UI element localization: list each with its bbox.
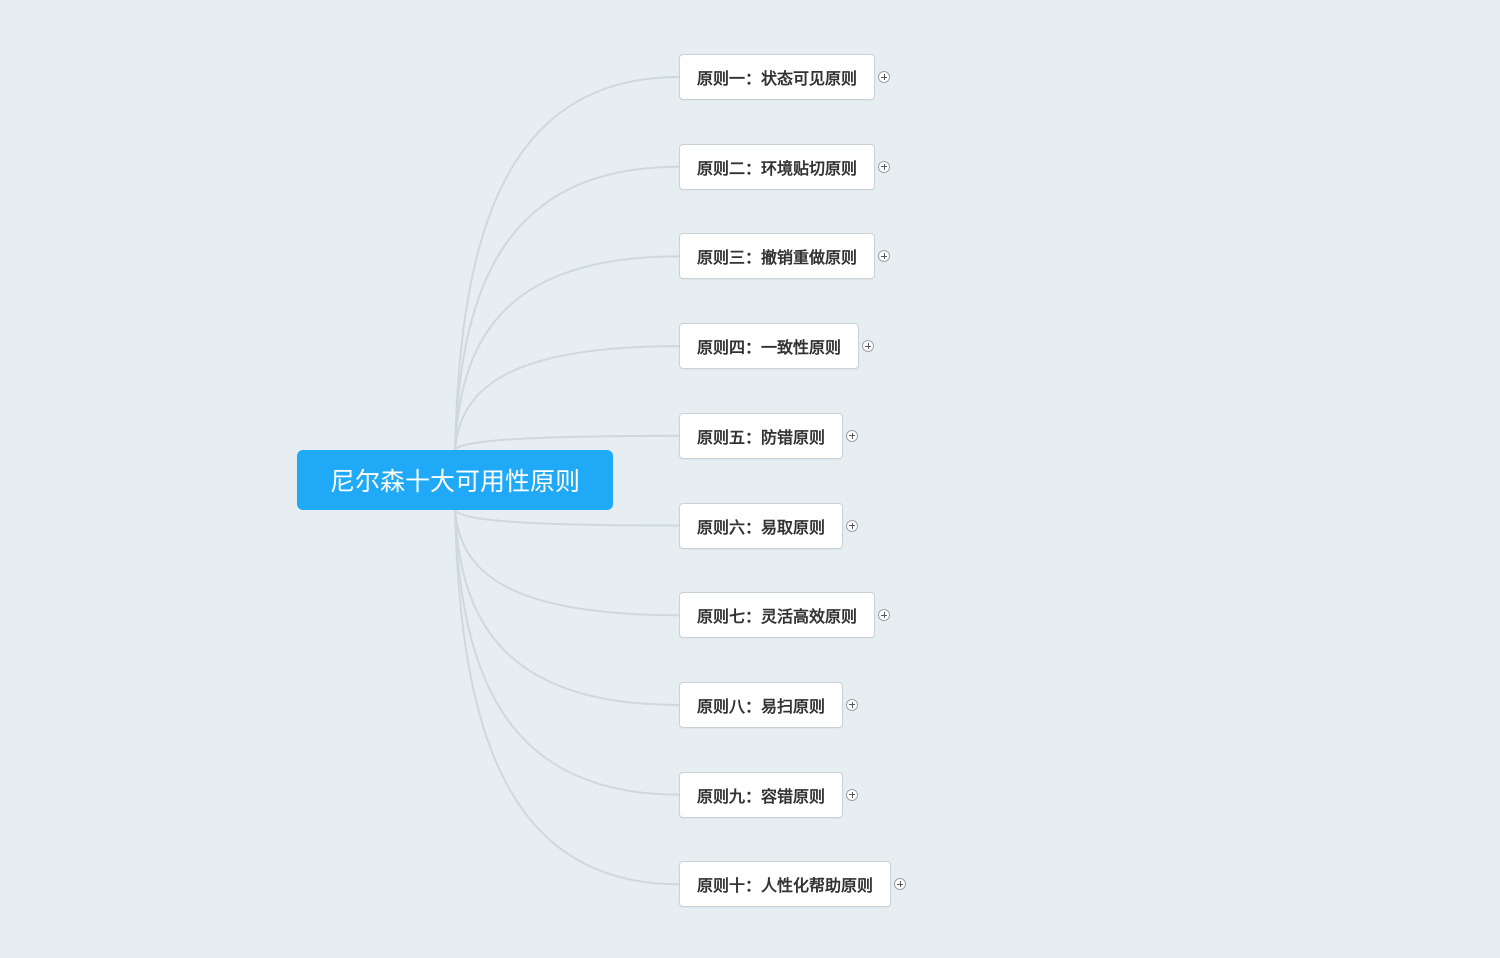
connector-line — [454, 345, 680, 451]
connector-line — [454, 509, 680, 617]
topic-principle-1[interactable]: 原则一：状态可见原则 — [679, 54, 876, 100]
topic-label: 原则三：撤销重做原则 — [697, 248, 858, 268]
topic-principle-9[interactable]: 原则九：容错原则 — [679, 771, 844, 818]
connector-line — [454, 509, 680, 527]
connector-line — [454, 509, 680, 796]
topic-label: 原则六：易取原则 — [697, 517, 826, 537]
connector-line — [454, 509, 680, 706]
topic-label: 原则四：一致性原则 — [697, 338, 842, 358]
connector-line — [454, 255, 680, 451]
topic-principle-8[interactable]: 原则八：易扫原则 — [679, 681, 844, 728]
topic-label: 原则一：状态可见原则 — [697, 69, 858, 88]
plus-circle-icon[interactable] — [878, 71, 890, 83]
plus-circle-icon[interactable] — [862, 340, 874, 353]
topic-principle-10[interactable]: 原则十：人性化帮助原则 — [679, 861, 892, 908]
plus-circle-icon[interactable] — [878, 609, 890, 622]
connector-line — [454, 434, 680, 451]
topic-label: 原则十：人性化帮助原则 — [697, 876, 874, 896]
plus-circle-icon[interactable] — [846, 698, 858, 711]
plus-circle-icon[interactable] — [846, 788, 858, 801]
topic-principle-4[interactable]: 原则四：一致性原则 — [679, 323, 860, 370]
topic-principle-2[interactable]: 原则二：环境贴切原则 — [679, 143, 876, 190]
root-topic[interactable]: 尼尔森十大可用性原则 — [297, 450, 613, 510]
topic-label: 原则七：灵活高效原则 — [697, 607, 858, 627]
topic-label: 原则九：容错原则 — [697, 786, 826, 806]
connector-line — [454, 509, 680, 886]
root-topic-label: 尼尔森十大可用性原则 — [329, 467, 580, 496]
topic-label: 原则五：防错原则 — [697, 427, 826, 447]
connector-line — [454, 165, 680, 451]
connector-line — [454, 76, 680, 451]
plus-circle-icon[interactable] — [846, 429, 858, 442]
plus-circle-icon[interactable] — [878, 160, 890, 173]
plus-circle-icon[interactable] — [846, 519, 858, 532]
topic-principle-5[interactable]: 原则五：防错原则 — [679, 412, 844, 459]
topic-principle-3[interactable]: 原则三：撤销重做原则 — [679, 233, 876, 280]
plus-circle-icon[interactable] — [894, 878, 906, 891]
plus-circle-icon[interactable] — [878, 250, 890, 263]
topic-label: 原则二：环境贴切原则 — [697, 158, 858, 178]
topic-principle-6[interactable]: 原则六：易取原则 — [679, 502, 844, 549]
topic-label: 原则八：易扫原则 — [697, 696, 826, 716]
topic-principle-7[interactable]: 原则七：灵活高效原则 — [679, 592, 876, 639]
